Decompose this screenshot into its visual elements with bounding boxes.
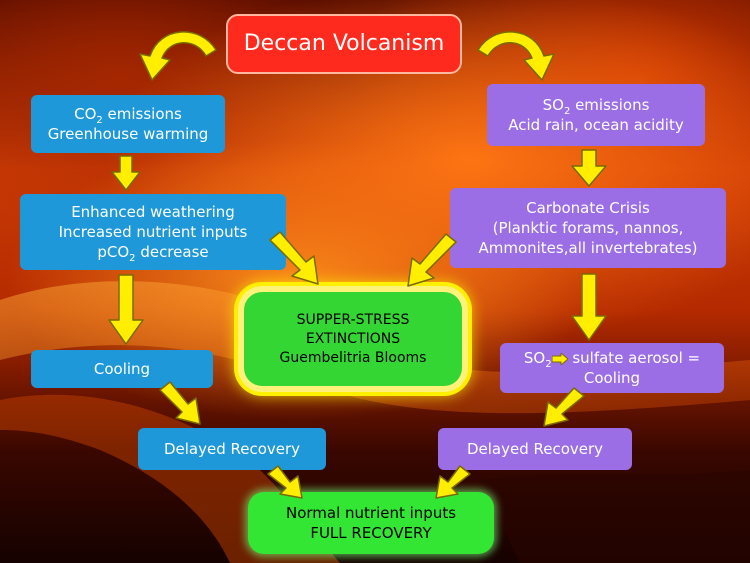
co2-emissions-box: CO2 emissions Greenhouse warming (31, 95, 225, 153)
weathering-line1: Enhanced weathering (71, 203, 235, 221)
arrow-diagonal-icon (269, 231, 319, 285)
co2-line2: Greenhouse warming (47, 125, 209, 143)
arrow-diagonal-icon (407, 233, 457, 287)
cooling-box-left: Cooling (31, 350, 213, 388)
delayed-recovery-box-right: Delayed Recovery (438, 428, 632, 470)
arrow-diagonal-icon (435, 465, 471, 499)
weathering-line2: Increased nutrient inputs (58, 223, 248, 241)
so2-line1: SO2 emissions (542, 96, 650, 117)
so2-line2: Acid rain, ocean acidity (508, 116, 684, 134)
extinctions-line1: SUPPER-STRESS (296, 311, 410, 328)
inline-arrow-icon (551, 352, 568, 365)
arrow-diagonal-icon (267, 465, 303, 499)
aerosol-line1: SO2 sulfate aerosol = (523, 349, 701, 370)
title-text: Deccan Volcanism (243, 31, 445, 56)
arrow-diagonal-icon (159, 381, 201, 425)
arrow-down-icon (111, 155, 141, 191)
cooling-text: Cooling (93, 360, 151, 378)
co2-line1: CO2 emissions (74, 105, 182, 126)
carbonate-line3: Ammonites,all invertebrates) (478, 239, 698, 257)
curved-arrow-right-icon (477, 31, 555, 81)
carbonate-crisis-box: Carbonate Crisis (Planktic forams, nanno… (450, 188, 726, 268)
extinctions-line2: EXTINCTIONS (305, 330, 401, 347)
curved-arrow-left-icon (139, 31, 217, 81)
aerosol-line2: Cooling (583, 369, 641, 387)
full-recovery-line2: FULL RECOVERY (310, 524, 432, 542)
arrow-down-icon (108, 274, 144, 345)
delayed-recovery-right-text: Delayed Recovery (466, 440, 604, 458)
title-box: Deccan Volcanism (226, 14, 462, 74)
delayed-recovery-left-text: Delayed Recovery (163, 440, 301, 458)
so2-emissions-box: SO2 emissions Acid rain, ocean acidity (487, 84, 705, 146)
carbonate-line1: Carbonate Crisis (526, 199, 650, 217)
full-recovery-line1: Normal nutrient inputs (285, 504, 457, 522)
weathering-line3: pCO2 decrease (97, 243, 209, 264)
arrow-down-icon (571, 149, 607, 187)
full-recovery-box: Normal nutrient inputs FULL RECOVERY (248, 492, 494, 554)
arrow-diagonal-icon (543, 387, 585, 427)
carbonate-line2: (Planktic forams, nannos, (492, 219, 684, 237)
sulfate-aerosol-box: SO2 sulfate aerosol = Cooling (500, 343, 724, 393)
enhanced-weathering-box: Enhanced weathering Increased nutrient i… (20, 194, 286, 270)
extinctions-box: SUPPER-STRESS EXTINCTIONS Guembelitria B… (244, 292, 462, 386)
arrow-down-icon (571, 273, 607, 341)
extinctions-line3: Guembelitria Blooms (279, 349, 427, 366)
delayed-recovery-box-left: Delayed Recovery (138, 428, 326, 470)
